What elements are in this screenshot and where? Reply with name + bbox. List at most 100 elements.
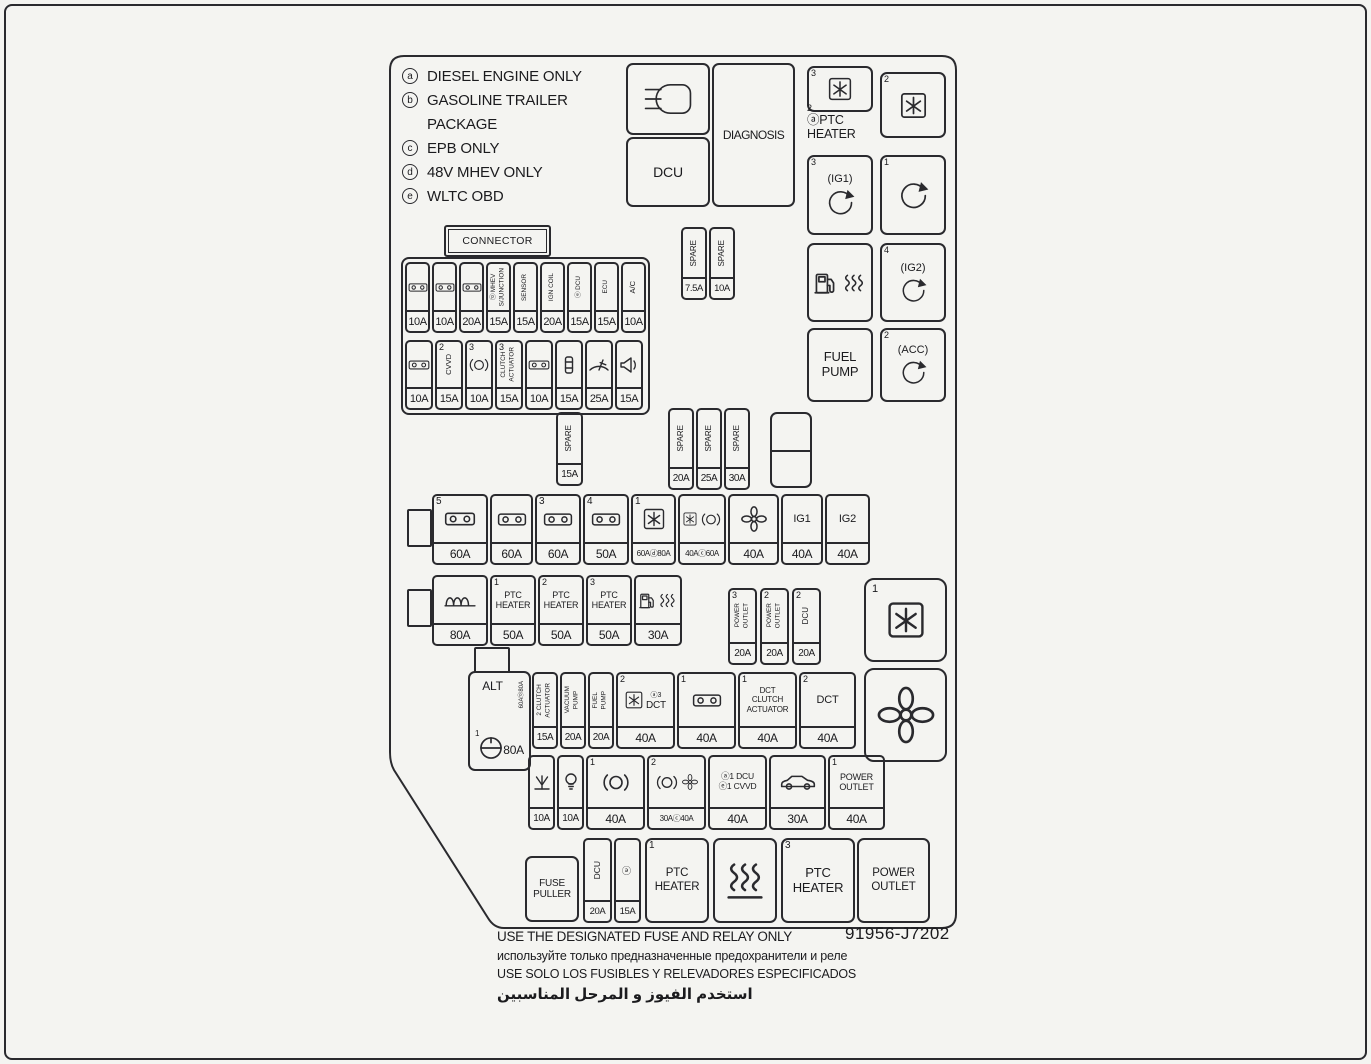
- fuse-number: 2: [764, 590, 770, 600]
- fuse-label: A/C: [628, 280, 638, 294]
- heater-icon: [658, 591, 677, 610]
- fuse: 2 DCU 20A: [792, 588, 821, 665]
- fuse: 1 DCT CLUTCH ACTUATOR 40A: [738, 672, 797, 749]
- fuse-symbol-icon: [563, 355, 575, 375]
- fuse-amperage: 50A: [492, 623, 534, 644]
- relay-number: 3: [811, 157, 817, 167]
- mini-fuse-panel: [401, 257, 650, 415]
- fuse-label: IG2: [838, 513, 857, 525]
- ptc-heater-label: PTC HEATER: [792, 864, 844, 895]
- fuse: 3 PTC HEATER 50A: [586, 575, 632, 646]
- fuse-number: 4: [587, 496, 593, 507]
- fuse: 3 60A: [535, 494, 581, 565]
- acc-relay: 2 (ACC): [880, 328, 946, 402]
- ptc-heater-label: PTC HEATER: [654, 867, 700, 893]
- spare-label: SPARE: [675, 425, 685, 452]
- fuse-amperage: 10A: [434, 310, 455, 331]
- relay-number: 2: [884, 74, 890, 84]
- fuse: 3 CLUTCH ACTUATOR 15A: [495, 340, 523, 410]
- relay-number: 1: [884, 157, 890, 167]
- fuse-amperage: 40A: [588, 807, 643, 828]
- fuse: 2 CLUTCH ACTUATOR 15A: [532, 672, 558, 749]
- fuse: 15A: [615, 340, 643, 410]
- fuse: 2 DCT 40A: [799, 672, 856, 749]
- fuse-number: 3: [732, 590, 738, 600]
- legend-text: PACKAGE: [427, 115, 498, 133]
- fuse-amperage: 15A: [515, 310, 536, 331]
- dcu-cell: DCU: [626, 137, 710, 207]
- fuel-pump-icon: [814, 270, 836, 296]
- fuse-amperage: 40A: [830, 807, 883, 828]
- fuse-number: 3: [469, 342, 475, 352]
- fuse-number: 2: [796, 590, 802, 600]
- fuse: 10A: [432, 262, 457, 333]
- fuse-amperage: 40A: [679, 726, 734, 747]
- fuse: ⓐ DCU 15A: [567, 262, 592, 333]
- fuse-label: DCU: [591, 860, 602, 880]
- headlight-icon: [642, 81, 694, 117]
- battery-terminal-icon: [435, 282, 455, 293]
- circled-letter: b: [402, 92, 418, 108]
- fuse-amperage: 10A: [467, 387, 491, 408]
- circled-letter: c: [402, 140, 418, 156]
- fuse-number: 2: [542, 577, 548, 587]
- circled-letter: e: [402, 188, 418, 204]
- diagnosis-label: DIAGNOSIS: [722, 128, 785, 142]
- heater-slot: [713, 838, 777, 923]
- legend-item: e WLTC OBD: [402, 184, 582, 208]
- dcu-label: DCU: [653, 164, 683, 180]
- fuse: 3 POWER OUTLET 20A: [728, 588, 757, 665]
- legend-item: a DIESEL ENGINE ONLY: [402, 64, 582, 88]
- fuse-number: 3: [499, 342, 505, 352]
- fuse-label: SENSOR: [521, 273, 529, 301]
- wiper-icon: [588, 358, 610, 372]
- fuse: 5 60A: [432, 494, 488, 565]
- fuse-amperage: 20A: [730, 642, 755, 663]
- relay-icon: [828, 77, 852, 101]
- acc-label: (ACC): [897, 344, 929, 356]
- ig2-label: (IG2): [900, 261, 926, 274]
- spare-fuse: SPARE 7.5A: [681, 227, 707, 300]
- fuse: 40A: [728, 494, 779, 565]
- fuse-amperage: 60A: [434, 542, 486, 563]
- fuse-amperage: 10A: [711, 277, 733, 298]
- fuse-number: 1: [590, 757, 596, 767]
- battery-terminal-icon: [591, 512, 621, 527]
- fan-icon: [682, 774, 698, 790]
- fuse-amperage: 40A: [740, 726, 795, 747]
- relay-block: 1: [864, 578, 947, 662]
- fuse-amperage: 10A: [527, 387, 551, 408]
- fuse-amperage: 20A: [461, 310, 482, 331]
- fuse-amperage: 15A: [497, 387, 521, 408]
- headlight-cell: [626, 63, 710, 135]
- fuse-amperage: 15A: [557, 387, 581, 408]
- fuel-pump-heater-cell: [807, 243, 873, 322]
- battery-terminal-icon: [444, 511, 476, 527]
- fuse-amperage: 20A: [762, 642, 787, 663]
- fuse-amperage: 20A: [562, 726, 584, 747]
- fuse-label: VACUUM PUMP: [564, 686, 580, 714]
- battery-terminal-icon: [692, 693, 722, 708]
- abs-icon: [700, 512, 722, 527]
- relay-number: 2: [807, 103, 812, 113]
- warning-text-en: USE THE DESIGNATED FUSE AND RELAY ONLY: [497, 929, 792, 944]
- legend-text: GASOLINE TRAILER: [427, 91, 568, 109]
- fuse-amperage: 25A: [698, 467, 720, 488]
- fuse-label: DCU: [801, 607, 811, 625]
- relay-number: 2: [884, 330, 890, 340]
- fuse-number: 1: [494, 577, 500, 587]
- fuse-amperage: 30A: [726, 467, 748, 488]
- ptc-heater-relay-label: ⓐPTC HEATER: [807, 113, 856, 142]
- fuse: 10A: [405, 262, 430, 333]
- fuse: ECU 15A: [594, 262, 619, 333]
- fuse: 10A: [557, 755, 584, 830]
- legend-text: 48V MHEV ONLY: [427, 163, 543, 181]
- fuse: 10A: [525, 340, 553, 410]
- fuel-pump-icon: [639, 591, 655, 610]
- fuse-amperage: 15A: [617, 387, 641, 408]
- fuse-label: ⓔ: [622, 865, 633, 875]
- fuse-number: 3: [590, 577, 596, 587]
- spare-label: SPARE: [564, 425, 574, 452]
- fuse: 1 40A: [677, 672, 736, 749]
